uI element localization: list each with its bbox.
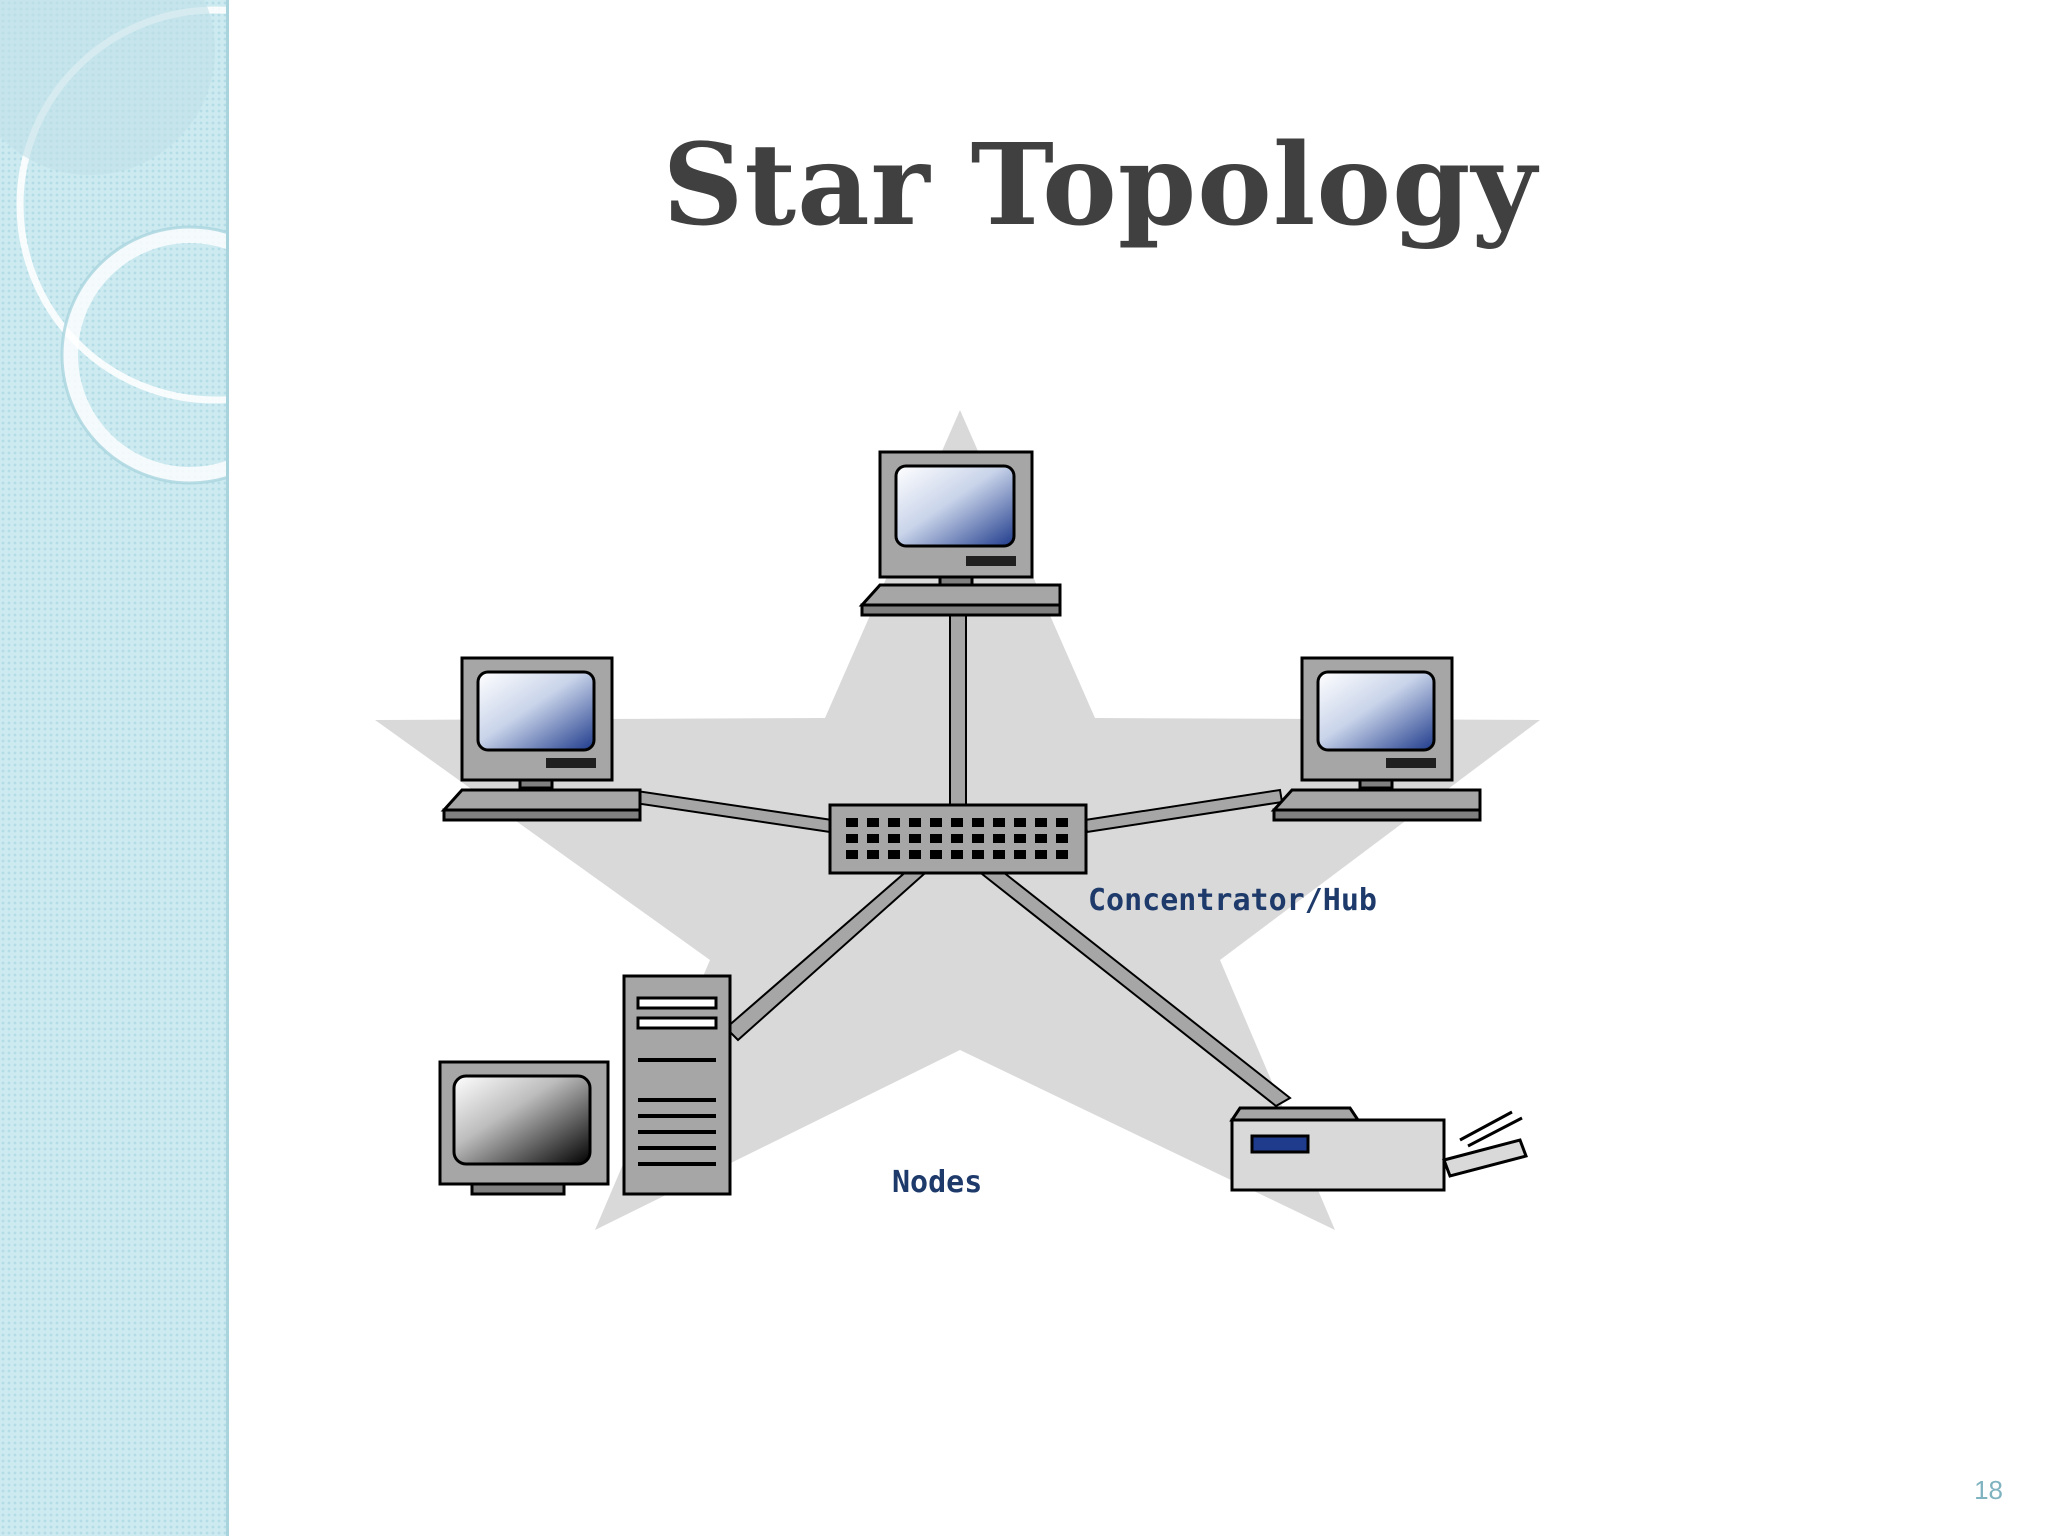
- hub-port: [1035, 850, 1047, 859]
- hub-ports: [846, 818, 1068, 859]
- page-number: 18: [1974, 1475, 2003, 1505]
- hub-port: [1056, 850, 1068, 859]
- hub-port: [930, 850, 942, 859]
- hub: [828, 803, 1088, 875]
- computer-right: [1270, 656, 1482, 822]
- hub-port: [993, 818, 1005, 827]
- computer-top: [858, 450, 1062, 617]
- slide-title: Star Topology: [662, 120, 1538, 251]
- desktop-workstation: [438, 974, 732, 1196]
- hub-port: [1014, 834, 1026, 843]
- hub-port: [972, 834, 984, 843]
- hub-port: [930, 818, 942, 827]
- hub-port: [888, 834, 900, 843]
- sidebar-rings-decoration: [0, 0, 226, 485]
- star-topology-diagram: Concentrator/Hub Nodes: [375, 410, 1540, 1230]
- hub-label: Concentrator/Hub: [1088, 883, 1377, 918]
- hub-port: [888, 850, 900, 859]
- hub-port: [888, 818, 900, 827]
- hub-port: [1056, 818, 1068, 827]
- hub-port: [846, 818, 858, 827]
- hub-port: [909, 834, 921, 843]
- hub-port: [867, 834, 879, 843]
- hub-port: [909, 850, 921, 859]
- hub-port: [1056, 834, 1068, 843]
- hub-port: [972, 850, 984, 859]
- hub-port: [1014, 850, 1026, 859]
- cable-top: [949, 614, 967, 813]
- decorative-sidebar: [0, 0, 229, 1536]
- hub-port: [972, 818, 984, 827]
- hub-port: [993, 834, 1005, 843]
- hub-port: [846, 834, 858, 843]
- hub-port: [1014, 818, 1026, 827]
- hub-port: [846, 850, 858, 859]
- hub-port: [1035, 834, 1047, 843]
- hub-port: [909, 818, 921, 827]
- hub-port: [867, 850, 879, 859]
- hub-port: [930, 834, 942, 843]
- hub-port: [951, 818, 963, 827]
- hub-port: [867, 818, 879, 827]
- computer-left: [440, 656, 642, 822]
- printer: [1229, 1106, 1528, 1192]
- hub-port: [993, 850, 1005, 859]
- hub-port: [951, 850, 963, 859]
- nodes-label: Nodes: [892, 1165, 982, 1200]
- hub-port: [951, 834, 963, 843]
- hub-port: [1035, 818, 1047, 827]
